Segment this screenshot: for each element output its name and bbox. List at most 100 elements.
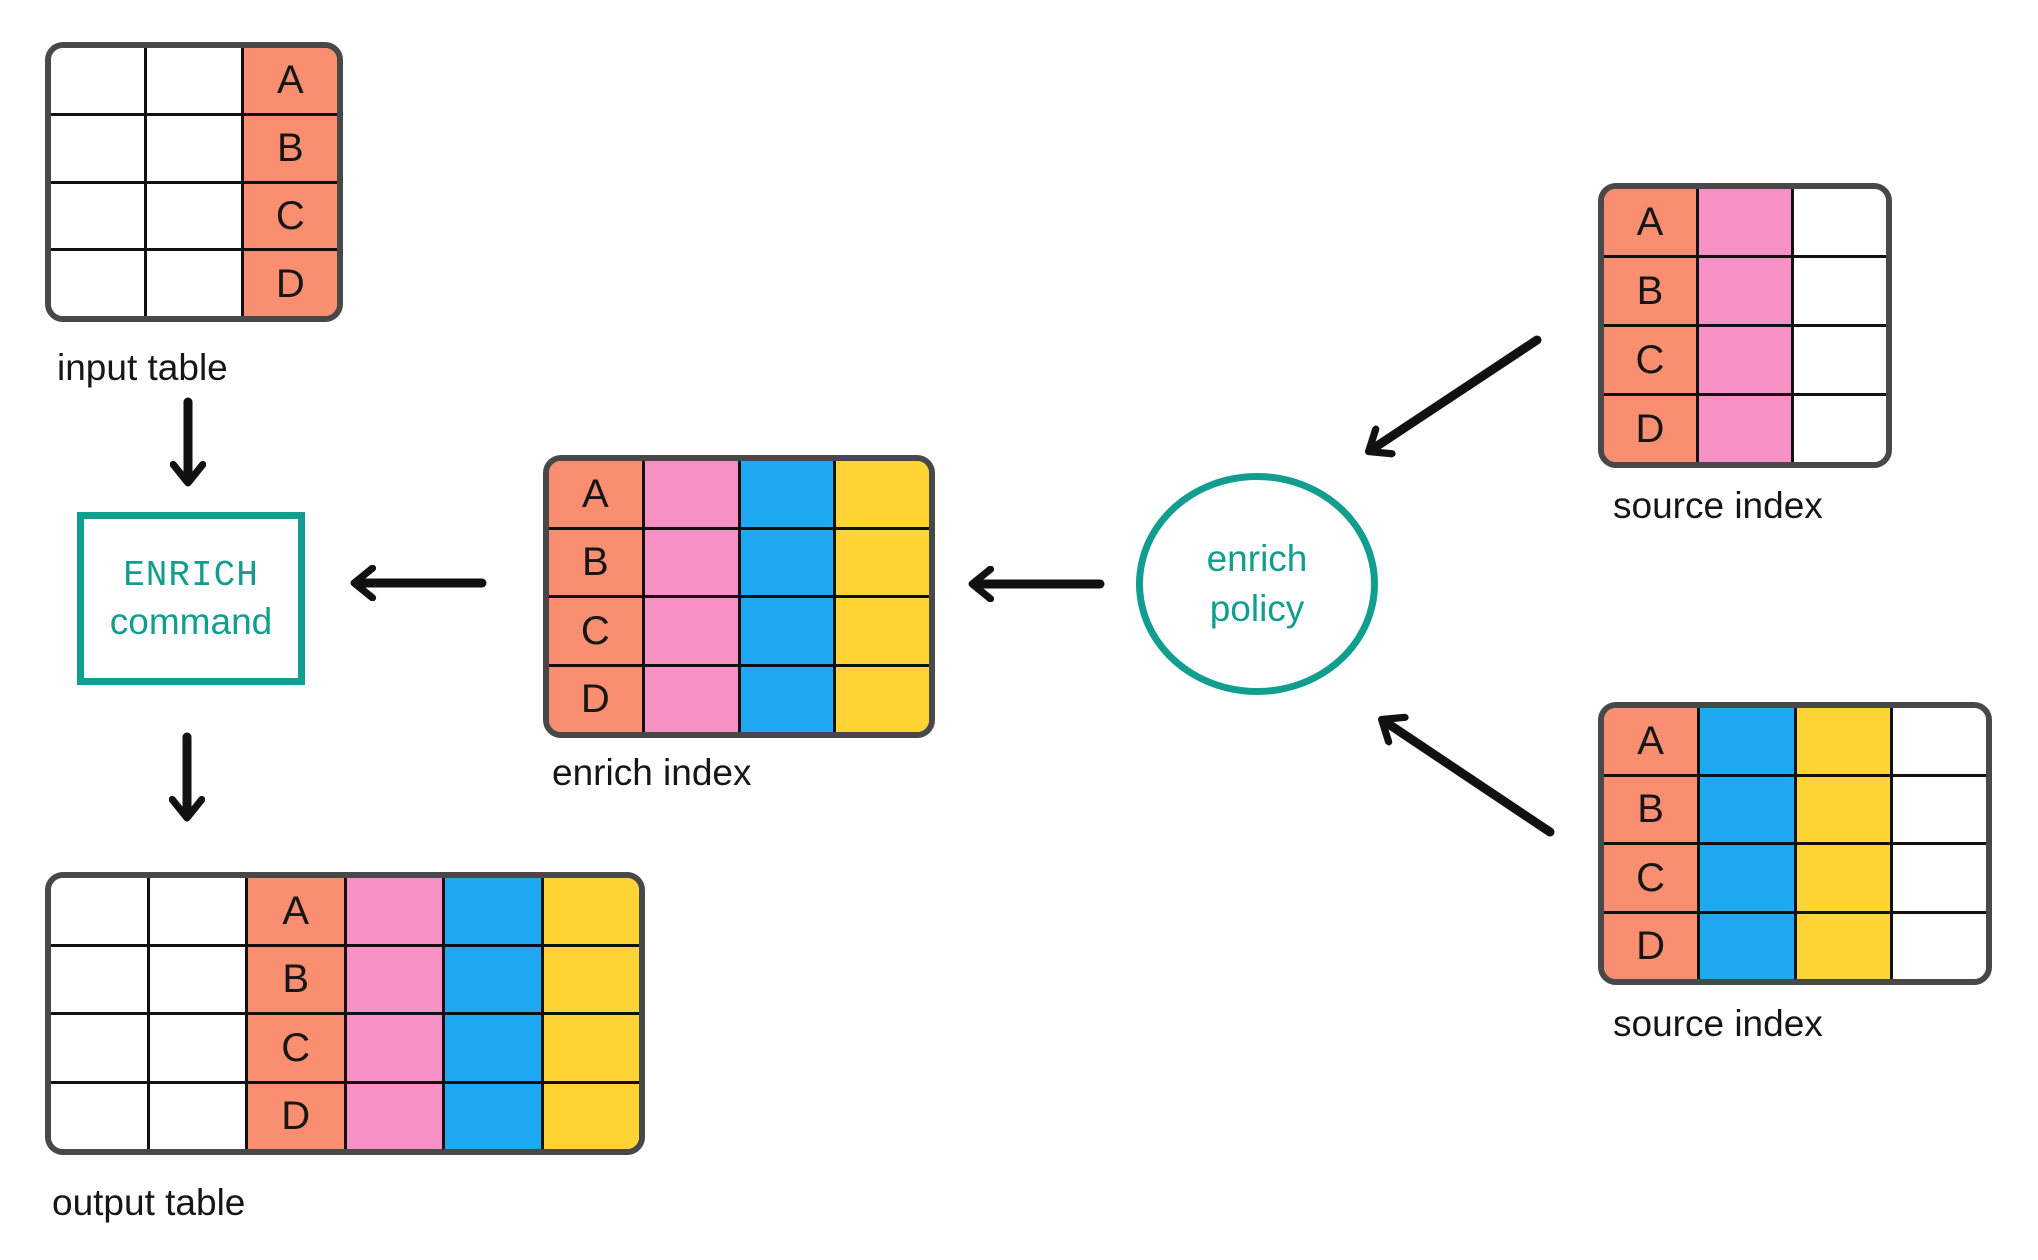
cell-empty (740, 595, 834, 664)
enrich-command-word: command (109, 600, 273, 642)
cell-empty (1794, 255, 1886, 324)
cell-empty (445, 943, 541, 1013)
cell-empty (740, 526, 834, 596)
table-column-white (51, 878, 147, 1149)
cell-key-B: B (248, 943, 344, 1013)
cell-empty (51, 112, 145, 181)
cell-key-D: D (248, 1080, 344, 1150)
cell-key-D: D (1604, 393, 1696, 462)
cell-empty (1794, 324, 1886, 393)
table-column-white (51, 48, 145, 316)
cell-empty (51, 943, 147, 1013)
cell-empty (346, 1080, 442, 1150)
cell-empty (445, 1012, 541, 1081)
cell-empty (1699, 393, 1791, 462)
cell-empty (147, 248, 241, 316)
cell-empty (147, 112, 241, 181)
input-table-label: input table (57, 347, 228, 388)
cell-empty (740, 663, 834, 733)
enrich-index-label: enrich index (552, 752, 752, 793)
cell-empty (1796, 910, 1890, 980)
table-column-blue (1697, 708, 1794, 980)
cell-empty (543, 1012, 639, 1081)
table-column-blue (442, 878, 541, 1149)
cell-empty (347, 878, 443, 944)
cell-empty (51, 1080, 147, 1150)
cell-key-B: B (243, 112, 337, 181)
source-index-bottom-label: source index (1613, 1003, 1823, 1044)
cell-empty (544, 878, 640, 944)
table-column-white (146, 878, 246, 1149)
cell-key-C: C (243, 180, 337, 249)
cell-empty (51, 248, 145, 316)
cell-empty (644, 526, 738, 596)
cell-empty (147, 48, 240, 113)
cell-empty (346, 943, 442, 1013)
table-column-white (144, 48, 241, 316)
cell-key-B: B (1604, 773, 1698, 843)
table-column-pink (1696, 189, 1791, 462)
cell-key-D: D (549, 663, 642, 733)
cell-empty (1893, 708, 1986, 774)
cell-empty (1700, 773, 1794, 843)
cell-empty (147, 180, 241, 249)
table-column-yellow (1793, 708, 1890, 980)
cell-empty (445, 1080, 541, 1150)
cell-empty (1797, 708, 1890, 774)
cell-empty (1794, 189, 1886, 255)
cell-key-A: A (276, 58, 304, 103)
cell-empty (1699, 255, 1791, 324)
cell-empty (346, 1012, 442, 1081)
cell-empty (1892, 910, 1986, 980)
cell-empty (1796, 842, 1890, 911)
cell-empty (1796, 773, 1890, 843)
cell-key-A: A (282, 888, 310, 933)
enrich-command-keyword: ENRICH (123, 554, 259, 596)
cell-empty (149, 943, 245, 1013)
output-table-label: output table (52, 1182, 246, 1223)
cell-empty (51, 878, 147, 944)
cell-empty (51, 48, 144, 113)
cell-empty (836, 595, 929, 664)
cell-key-A: A (1637, 718, 1664, 763)
cell-empty (445, 878, 541, 944)
cell-key-B: B (1604, 255, 1696, 324)
cell-empty (644, 663, 738, 733)
table-column-blue (737, 461, 834, 733)
enrich-command-box: ENRICH command (77, 512, 305, 685)
cell-key-A: A (1636, 200, 1664, 244)
cell-key-D: D (1604, 910, 1698, 980)
cell-empty (1700, 910, 1794, 980)
table-column-yellow (833, 461, 929, 732)
cell-empty (1700, 708, 1793, 774)
cell-key-B: B (549, 526, 642, 596)
table-column-pink (641, 461, 738, 733)
cell-empty (543, 943, 639, 1013)
cell-empty (150, 878, 246, 944)
source-index-top-label: source index (1613, 485, 1823, 526)
cell-empty (1699, 324, 1791, 393)
enrich-policy-line1: enrich (1206, 538, 1308, 579)
cell-empty (1700, 842, 1794, 911)
cell-key-C: C (248, 1012, 344, 1081)
cell-key-D: D (243, 248, 337, 316)
cell-empty (836, 663, 929, 733)
table-column-yellow (540, 878, 640, 1149)
cell-empty (741, 461, 834, 527)
cell-key-C: C (549, 595, 642, 664)
enrich-policy-circle: enrich policy (1136, 473, 1378, 695)
cell-key-C: C (1604, 842, 1698, 911)
cell-empty (836, 526, 929, 596)
cell-empty (1699, 189, 1791, 255)
cell-empty (51, 1012, 147, 1081)
